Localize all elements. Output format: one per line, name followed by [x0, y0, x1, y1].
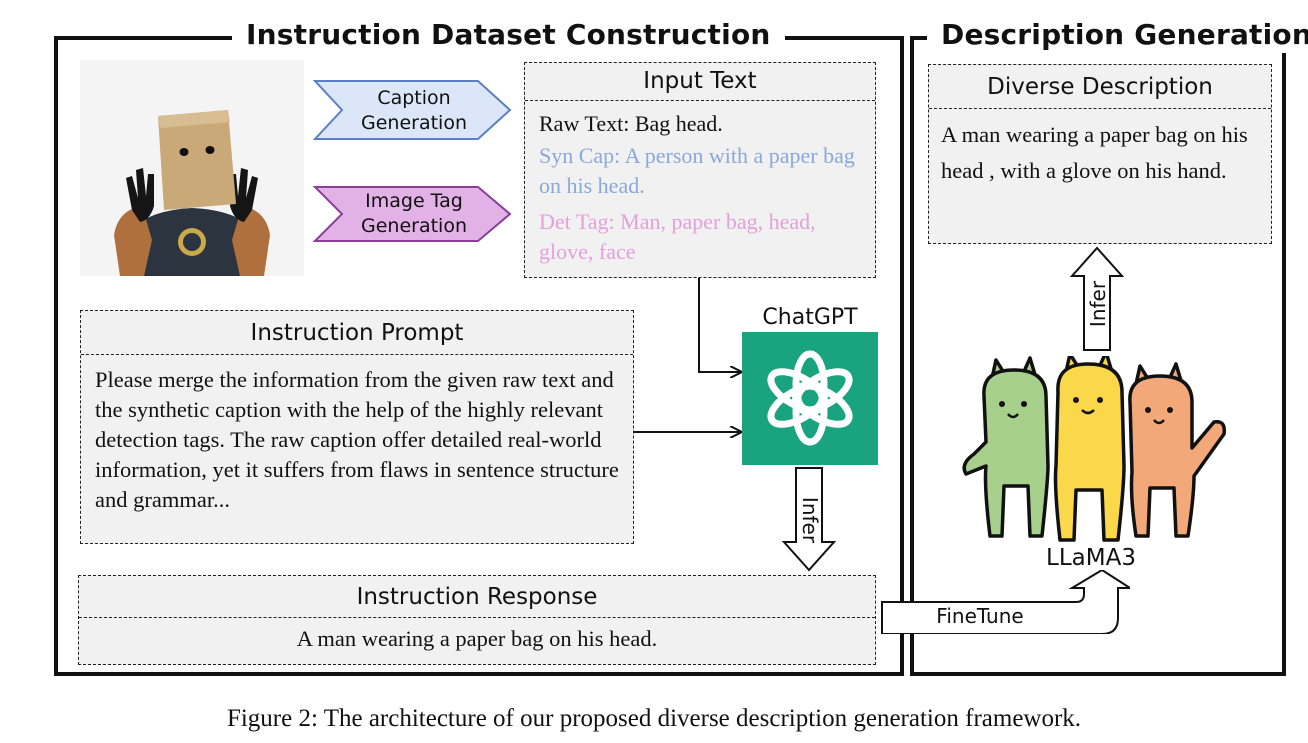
infer-up-arrow-icon — [1070, 246, 1124, 351]
llama-label: LLaMA3 — [1046, 545, 1136, 571]
input-text-box: Input Text Raw Text: Bag head. Syn Cap: … — [524, 62, 876, 278]
infer-label-left: Infer — [798, 496, 822, 544]
finetune-label: FineTune — [936, 604, 1024, 628]
caption-generation-label: Caption Generation — [361, 87, 467, 134]
bag-head-photo-illustration — [80, 60, 304, 276]
left-panel-title: Instruction Dataset Construction — [232, 17, 785, 53]
right-panel-title: Description Generation — [927, 17, 1308, 53]
input-text-header: Input Text — [525, 63, 875, 101]
finetune-arrow-icon — [881, 570, 1130, 634]
figure-caption: Figure 2: The architecture of our propos… — [226, 705, 1082, 732]
infer-down-arrow-icon — [782, 467, 836, 572]
instruction-prompt-box: Instruction Prompt Please merge the info… — [80, 310, 634, 544]
diverse-description-header: Diverse Description — [929, 65, 1271, 109]
detection-tag-text: Det Tag: Man, paper bag, head, glove, fa… — [539, 209, 816, 264]
caption-generation-chevron — [312, 80, 512, 140]
llama-illustration — [962, 356, 1227, 542]
yellow-llama-icon — [1053, 356, 1126, 542]
raw-text: Raw Text: Bag head. — [539, 111, 723, 136]
infer-label-right: Infer — [1086, 280, 1110, 328]
input-to-chatgpt-arrow — [698, 278, 740, 372]
green-llama-icon — [962, 356, 1050, 538]
instruction-response-box: Instruction Response A man wearing a pap… — [78, 575, 876, 665]
diverse-description-box: Diverse Description A man wearing a pape… — [928, 64, 1272, 244]
chatgpt-label: ChatGPT — [762, 305, 858, 330]
instruction-prompt-body: Please merge the information from the gi… — [95, 367, 619, 512]
diverse-description-body: A man wearing a paper bag on his head , … — [941, 122, 1248, 183]
instruction-response-body: A man wearing a paper bag on his head. — [296, 626, 658, 651]
chatgpt-logo-box — [742, 332, 878, 465]
instruction-prompt-header: Instruction Prompt — [81, 311, 633, 355]
synthetic-caption-text: Syn Cap: A person with a paper bag on hi… — [539, 143, 855, 198]
openai-logo-icon — [767, 350, 853, 446]
orange-llama-icon — [1128, 362, 1227, 538]
instruction-response-header: Instruction Response — [79, 576, 875, 618]
bag-head-photo — [80, 60, 304, 276]
image-tag-generation-label: Image Tag Generation — [361, 190, 467, 237]
image-tag-generation-chevron — [312, 186, 512, 242]
